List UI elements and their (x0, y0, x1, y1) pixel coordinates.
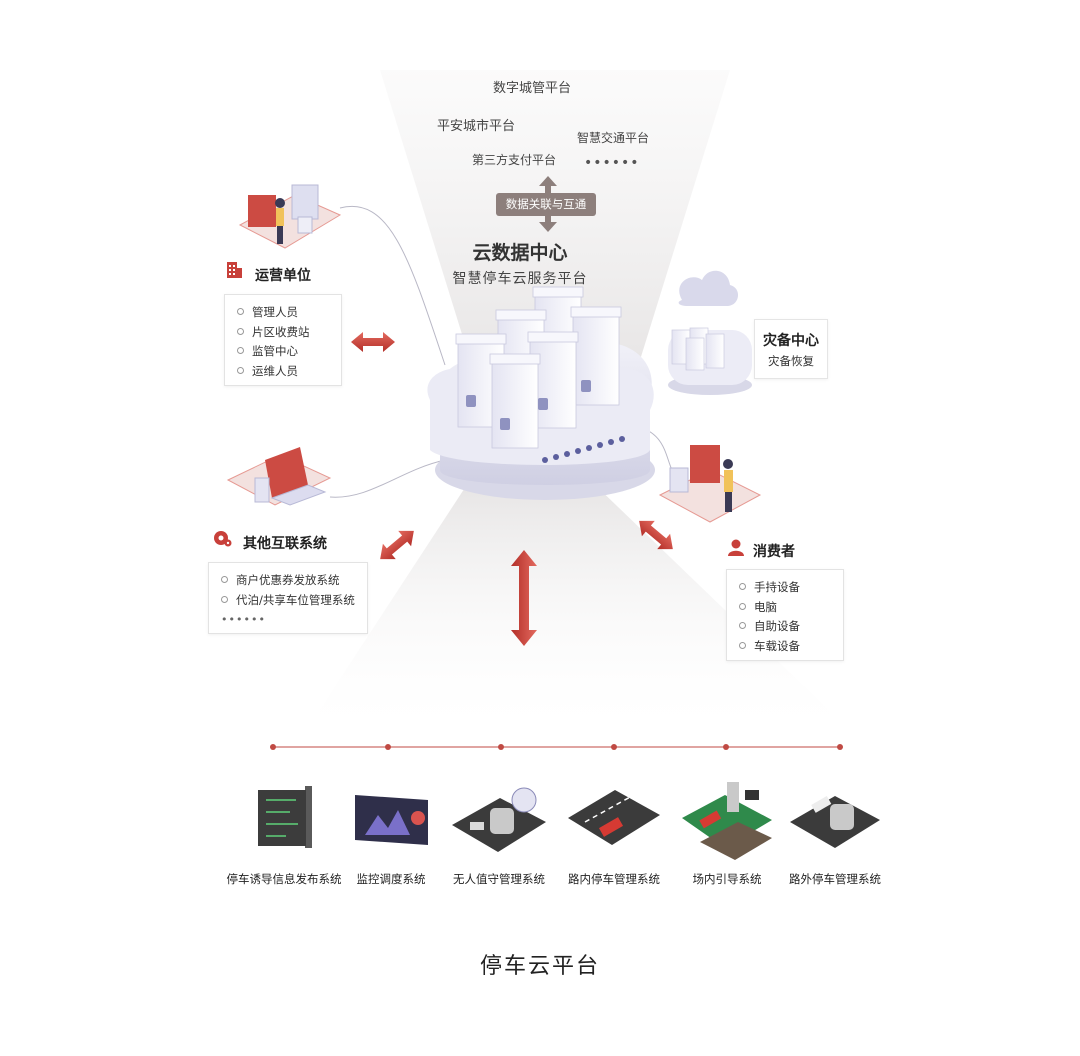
platform-safe-city: 平安城市平台 (437, 119, 516, 134)
bottom-light-beam (300, 480, 860, 740)
monitor-screen-icon (355, 795, 428, 845)
operator-double-arrow (351, 332, 395, 352)
disaster-recovery-subtitle: 灾备恢复 (768, 354, 814, 368)
guidance-sign-icon (258, 786, 312, 848)
center-title: 云数据中心 (472, 242, 568, 264)
consumer-kiosk-illustration (658, 445, 762, 523)
offroad-parking-icon (790, 796, 880, 848)
list-item: 自助设备 (739, 617, 843, 637)
operator-workstation-illustration (238, 184, 342, 249)
consumer-double-arrow (639, 520, 673, 550)
platform-digital-city: 数字城管平台 (493, 81, 572, 96)
platform-more-dots: •••••• (584, 155, 640, 171)
unattended-gate-icon (452, 787, 546, 852)
subsystem-label-guidance: 停车诱导信息发布系统 (226, 872, 342, 886)
building-icon (227, 262, 242, 278)
list-item: 监管中心 (237, 342, 341, 362)
data-link-arrow (539, 176, 557, 232)
list-more-dots: •••••• (221, 613, 266, 626)
road-parking-icon (568, 790, 660, 845)
operators-title: 运营单位 (255, 268, 311, 284)
subsystem-label-unattended: 无人值守管理系统 (453, 872, 545, 886)
disaster-recovery-box: 灾备中心 灾备恢复 (754, 319, 828, 379)
person-icon (728, 539, 744, 556)
consumers-list: 手持设备 电脑 自助设备 车载设备 (726, 569, 844, 661)
list-item: 手持设备 (739, 578, 843, 598)
subsystem-label-monitoring: 监控调度系统 (356, 872, 426, 886)
list-item: 片区收费站 (237, 323, 341, 343)
list-item: 车载设备 (739, 637, 843, 657)
connector-other-systems (329, 459, 446, 498)
server-towers (455, 286, 622, 449)
connector-operator (339, 205, 446, 366)
list-item: 代泊/共享车位管理系统 (221, 591, 367, 611)
footer-title: 停车云平台 (479, 954, 600, 979)
other-systems-list: 商户优惠券发放系统 代泊/共享车位管理系统 •••••• (208, 562, 368, 634)
consumers-title: 消费者 (753, 544, 795, 560)
gear-icon (214, 531, 232, 547)
list-item: 管理人员 (237, 303, 341, 323)
laptop-illustration (226, 447, 332, 506)
disaster-recovery-title: 灾备中心 (763, 333, 819, 349)
data-link-label: 数据关联与互通 (496, 193, 596, 216)
subsystem-label-offroad-parking: 路外停车管理系统 (789, 872, 881, 886)
center-subtitle: 智慧停车云服务平台 (452, 271, 588, 287)
list-item: 电脑 (739, 598, 843, 618)
lot-guidance-icon (682, 782, 772, 860)
other-systems-title: 其他互联系统 (243, 536, 327, 552)
platform-third-party-payment: 第三方支付平台 (472, 153, 557, 167)
list-item: 运维人员 (237, 362, 341, 382)
list-item: 商户优惠券发放系统 (221, 571, 367, 591)
other-systems-double-arrow (380, 530, 414, 560)
vertical-double-arrow (511, 550, 537, 646)
operators-list: 管理人员 片区收费站 监管中心 运维人员 (224, 294, 342, 386)
subsystem-label-lot-guidance: 场内引导系统 (692, 872, 762, 886)
disaster-recovery-cloud (668, 270, 752, 395)
subsystem-timeline (270, 744, 843, 750)
platform-smart-traffic: 智慧交通平台 (577, 131, 650, 145)
subsystem-label-road-parking: 路内停车管理系统 (568, 872, 660, 886)
